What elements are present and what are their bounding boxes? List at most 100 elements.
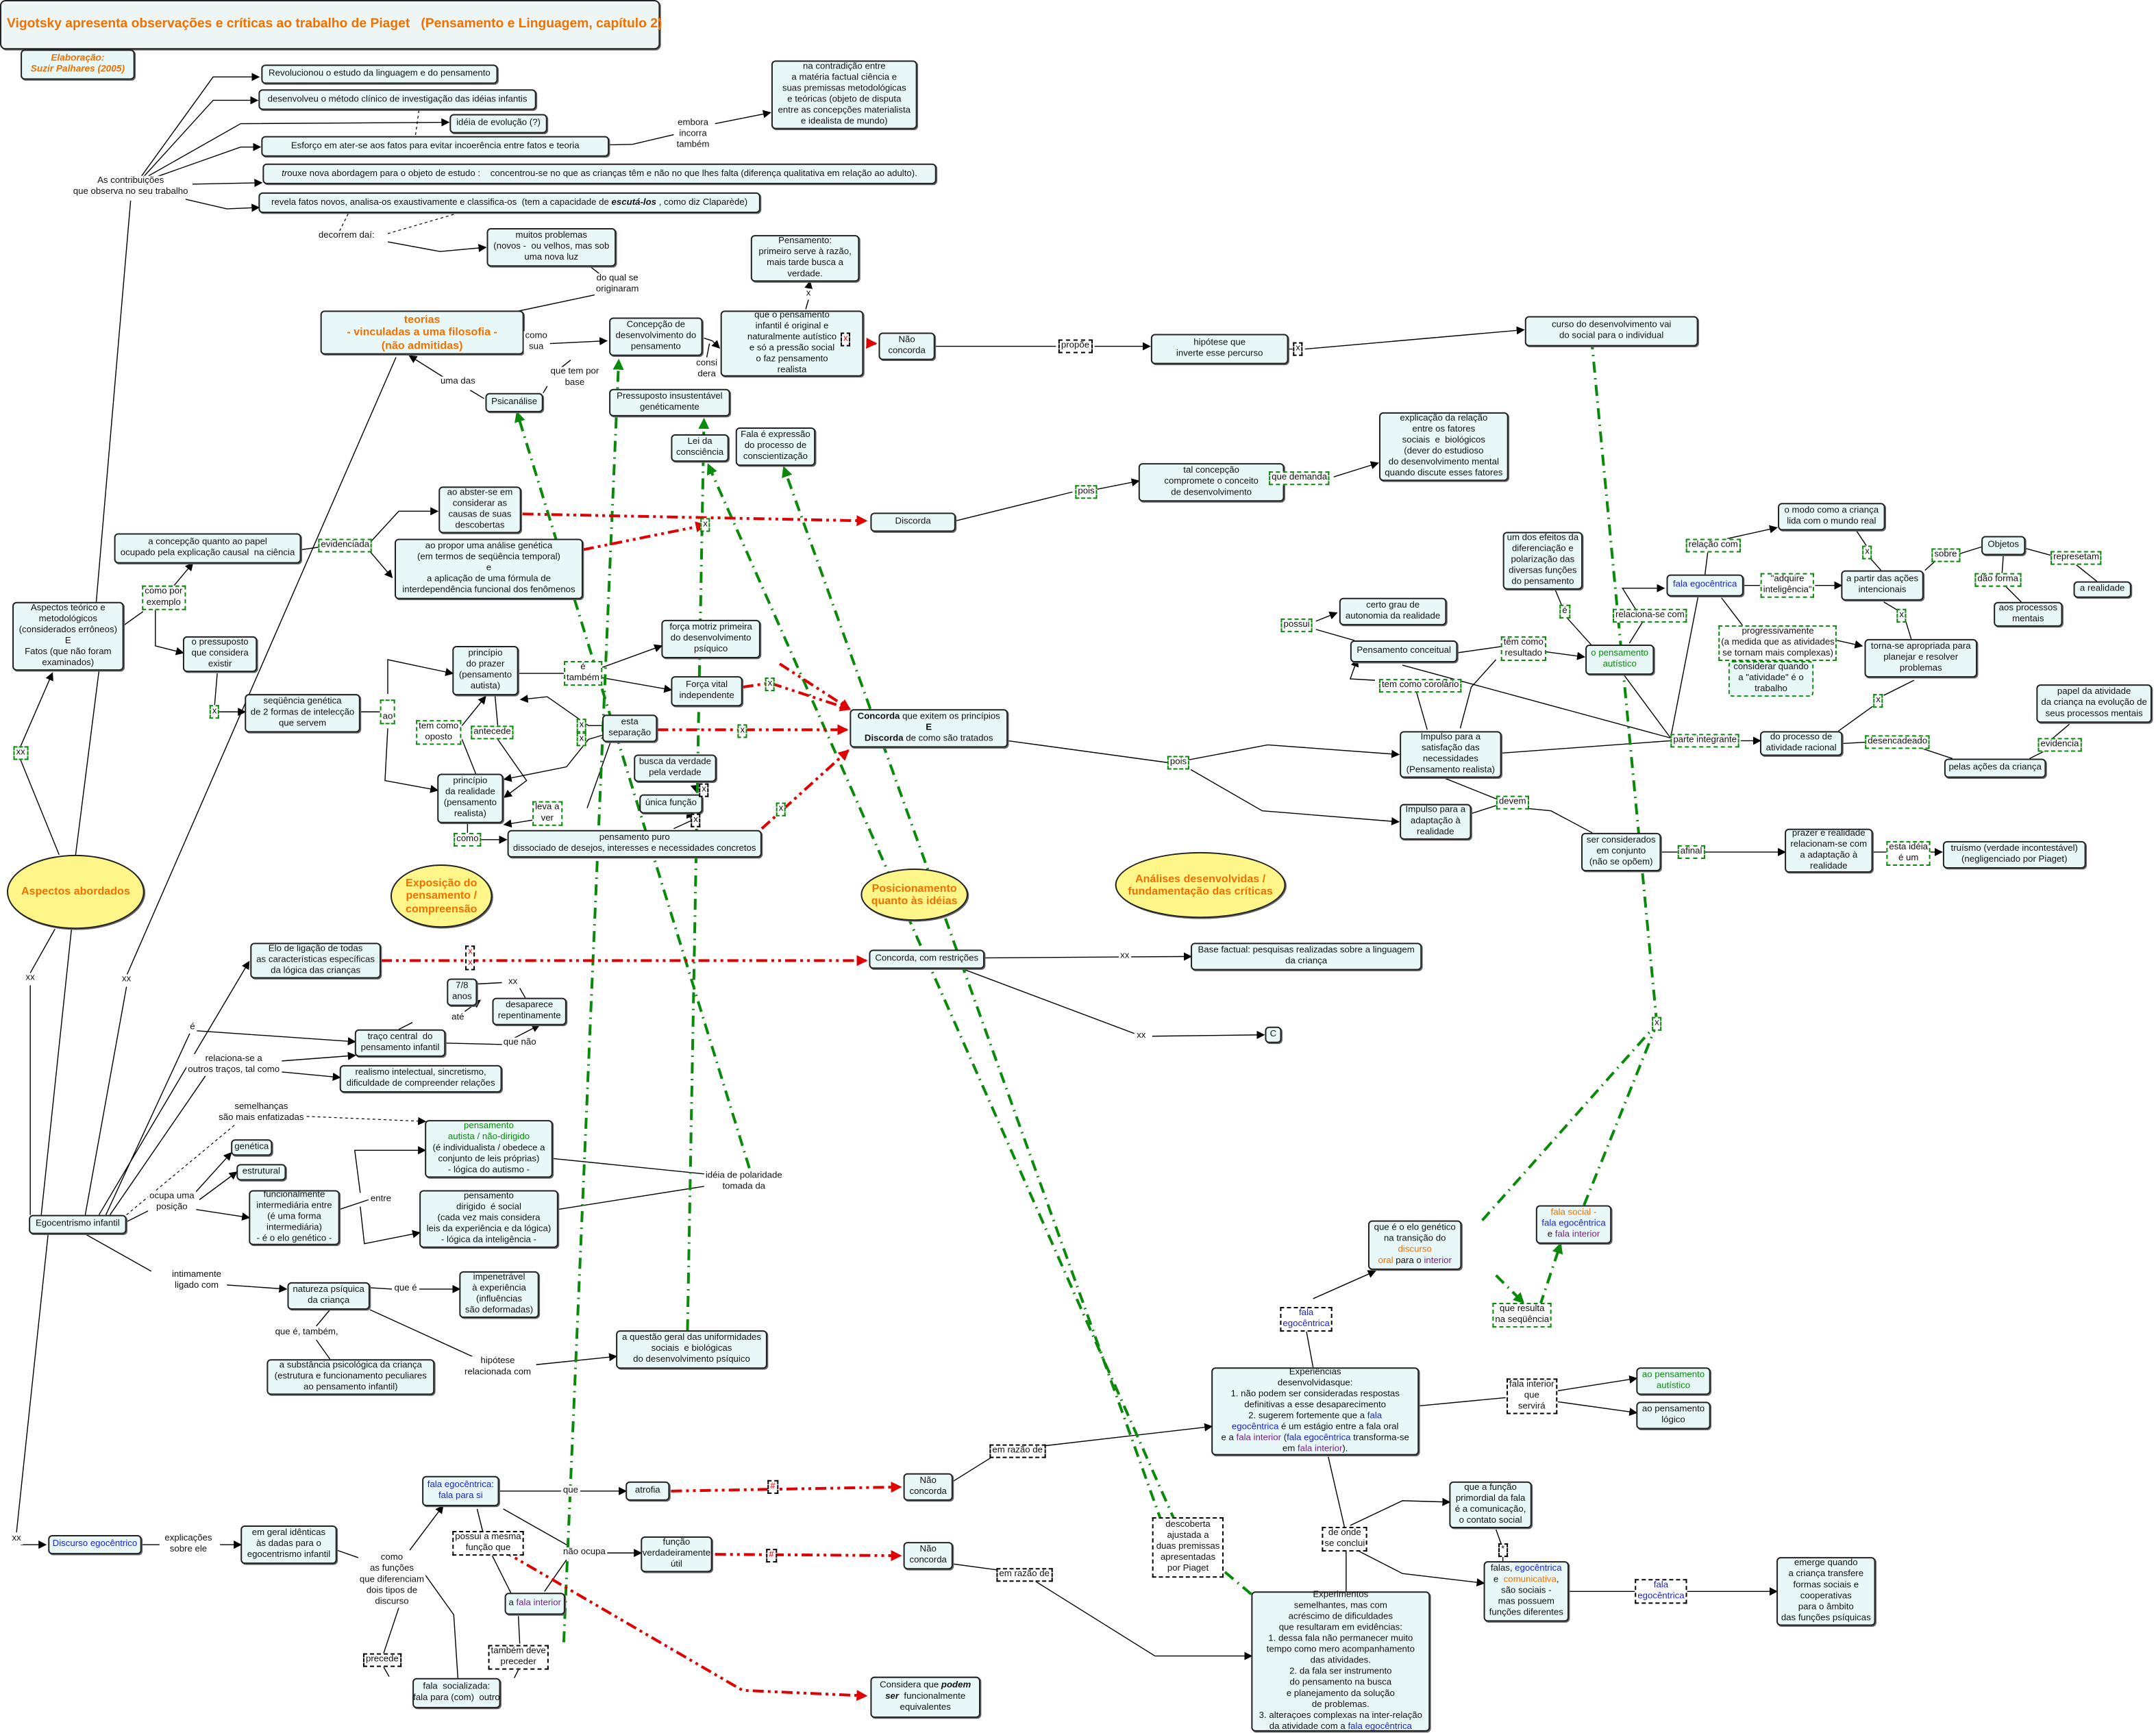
concept-impenet: impenetrável à experiência (influências … bbox=[459, 1271, 539, 1319]
concept-natureza: natureza psíquica da criança bbox=[287, 1282, 370, 1310]
link-label-progress: progressivamente (a medida que as ativid… bbox=[1718, 625, 1837, 662]
concept-text-segment: fala egocêntrica bbox=[1287, 1433, 1351, 1443]
connector-line bbox=[513, 1669, 519, 1679]
link-label-emrazao2: em razão de bbox=[996, 1568, 1053, 1582]
link-label-consid: consi dera bbox=[695, 358, 719, 381]
link-label-quee: que é bbox=[393, 1283, 419, 1295]
link-label-x-red1: x bbox=[700, 518, 710, 532]
concept-text: pensamento autista / não-dirigido (é ind… bbox=[432, 1121, 545, 1176]
connector-dashed bbox=[339, 208, 351, 232]
concept-text-segment: escutá-los bbox=[611, 197, 657, 207]
connector-line bbox=[1959, 546, 1982, 555]
concept-text-segment: comunicativa bbox=[1503, 1575, 1557, 1585]
concept-text-segment: ). bbox=[1342, 1444, 1348, 1454]
connector-line-arrow bbox=[408, 355, 447, 380]
concept-evo: idéia de evolução (?) bbox=[449, 114, 547, 134]
connector-line bbox=[706, 343, 710, 358]
connector-line bbox=[1670, 596, 1699, 738]
connector-green-dashed bbox=[1583, 1023, 1659, 1206]
concept-falas: falas, egocêntrica e comunicativa, são s… bbox=[1483, 1561, 1569, 1622]
connector-line-arrow bbox=[199, 1171, 238, 1201]
connector-line bbox=[1008, 740, 1169, 764]
link-label-contrib: As contribuições que observa no seu trab… bbox=[71, 175, 190, 198]
link-label-temres: têm como resultado bbox=[1500, 636, 1546, 662]
concept-restricoes: Concorda, com restrições bbox=[869, 949, 985, 969]
connector-line bbox=[1415, 690, 1428, 730]
connector-line bbox=[1869, 558, 1882, 571]
connector-green-dashed-arrow bbox=[1495, 1274, 1525, 1304]
concept-teorias: teorias - vinculadas a uma filosofia - (… bbox=[320, 310, 524, 355]
concept-text: falas, egocêntrica e comunicativa, são s… bbox=[1489, 1564, 1563, 1619]
connector-line bbox=[16, 1234, 49, 1533]
connector-line-arrow bbox=[1152, 1030, 1265, 1039]
connector-line bbox=[1328, 1456, 1346, 1529]
concept-realidade: princípio da realidade (pensamento reali… bbox=[437, 773, 504, 823]
concept-lei: Lei da consciência bbox=[671, 434, 729, 462]
concept-modo: o modo como a criança lida com o mundo r… bbox=[1778, 503, 1885, 531]
link-label-hash2: # bbox=[766, 1549, 777, 1563]
link-label-x-sep2: x bbox=[576, 732, 587, 747]
link-label-possui-l: possui a mesma função que bbox=[452, 1531, 524, 1556]
concept-ego-inf: Egocentrismo infantil bbox=[29, 1214, 127, 1234]
link-label-x-modo: x bbox=[1862, 545, 1872, 560]
concept-text-segment: fala egocêntrica bbox=[1541, 1219, 1606, 1229]
connector-line-arrow bbox=[503, 734, 603, 782]
link-label-temoposto: tem como oposto bbox=[416, 720, 462, 745]
connector-line bbox=[503, 1508, 567, 1545]
connector-line bbox=[95, 200, 132, 602]
concept-unica: única função bbox=[639, 794, 703, 814]
concept-discurso: Discurso egocêntrico bbox=[48, 1535, 142, 1555]
connector-line bbox=[1567, 618, 1593, 647]
concept-elo: Elo de ligação de todas as característic… bbox=[250, 943, 381, 979]
connector-line bbox=[519, 988, 526, 998]
concept-pressuposto: o pressuposto que considera existir bbox=[182, 636, 258, 673]
concept-text-segment: Considera que bbox=[880, 1680, 941, 1691]
concept-considerar: considerar quando a "atividade" é o trab… bbox=[1728, 661, 1814, 697]
link-label-descoberta: descoberta ajustada a duas premissas apr… bbox=[1152, 1517, 1224, 1578]
concept-discorda: Discorda bbox=[870, 512, 956, 532]
link-label-polaridade: idéia de polaridade tomada da bbox=[704, 1171, 784, 1193]
connector-line-arrow bbox=[1621, 584, 1665, 611]
connector-line bbox=[962, 968, 1135, 1034]
concept-genetica: genética bbox=[231, 1139, 273, 1156]
concept-fala-expr: Fala é expressão do processo de conscien… bbox=[735, 427, 816, 466]
connector-line-arrow bbox=[1350, 1497, 1451, 1526]
link-label-xx-asp2: xx bbox=[24, 973, 36, 984]
link-label-star: * bbox=[1498, 1543, 1508, 1558]
link-label-parte: parte integrante bbox=[1670, 734, 1740, 748]
connector-green-dashed bbox=[1481, 1023, 1658, 1221]
concept-concepcao: Concepção de desenvolvimento do pensamen… bbox=[609, 317, 703, 356]
connector-line-arrow bbox=[192, 179, 263, 188]
concept-conceitual: Pensamento conceitual bbox=[1350, 640, 1458, 663]
connector-line bbox=[477, 982, 502, 985]
connector-line bbox=[123, 1208, 152, 1224]
concept-processos: aos processos mentais bbox=[1994, 601, 2063, 627]
concept-text-segment: a bbox=[508, 1598, 517, 1608]
connector-line bbox=[419, 1566, 459, 1678]
concept-estrutural: estrutural bbox=[236, 1164, 286, 1181]
concept-realismo: realismo intelectual, sincretismo, dific… bbox=[339, 1064, 502, 1093]
connector-line-arrow bbox=[1304, 326, 1525, 350]
connector-line-arrow bbox=[141, 73, 260, 177]
concept-equivalentes: Considera que podem ser funcionalmente e… bbox=[870, 1676, 980, 1718]
link-label-xx-asp1: xx bbox=[13, 746, 28, 760]
connector-line bbox=[85, 1234, 152, 1272]
link-label-x-sep1: x bbox=[576, 719, 587, 733]
connector-line-arrow bbox=[461, 695, 486, 726]
connector-line-arrow bbox=[804, 280, 813, 290]
link-label-relacionase: relaciona-se a outros traços, tal como bbox=[186, 1053, 282, 1076]
connector-line bbox=[398, 1022, 413, 1030]
connector-line-arrow bbox=[409, 1505, 444, 1551]
connector-line bbox=[301, 546, 321, 551]
link-label-x-red3: x bbox=[737, 724, 748, 738]
concept-nc1: Não concorda bbox=[878, 332, 935, 360]
concept-traco: traço central do pensamento infantil bbox=[354, 1029, 446, 1057]
link-label-falaego-l2: fala egocêntrica bbox=[1280, 1306, 1333, 1332]
connector-line-arrow bbox=[155, 610, 184, 656]
concept-puro: pensamento puro dissociado de desejos, i… bbox=[507, 830, 762, 858]
concept-title: Vigotsky apresenta observações e crítica… bbox=[0, 0, 662, 50]
concept-arealidade: a realidade bbox=[2073, 581, 2131, 598]
concept-autistico: o pensamento autístico bbox=[1585, 644, 1655, 675]
link-label-que-l: que bbox=[561, 1485, 580, 1497]
concept-autista: pensamento autista / não-dirigido (é ind… bbox=[425, 1120, 553, 1178]
